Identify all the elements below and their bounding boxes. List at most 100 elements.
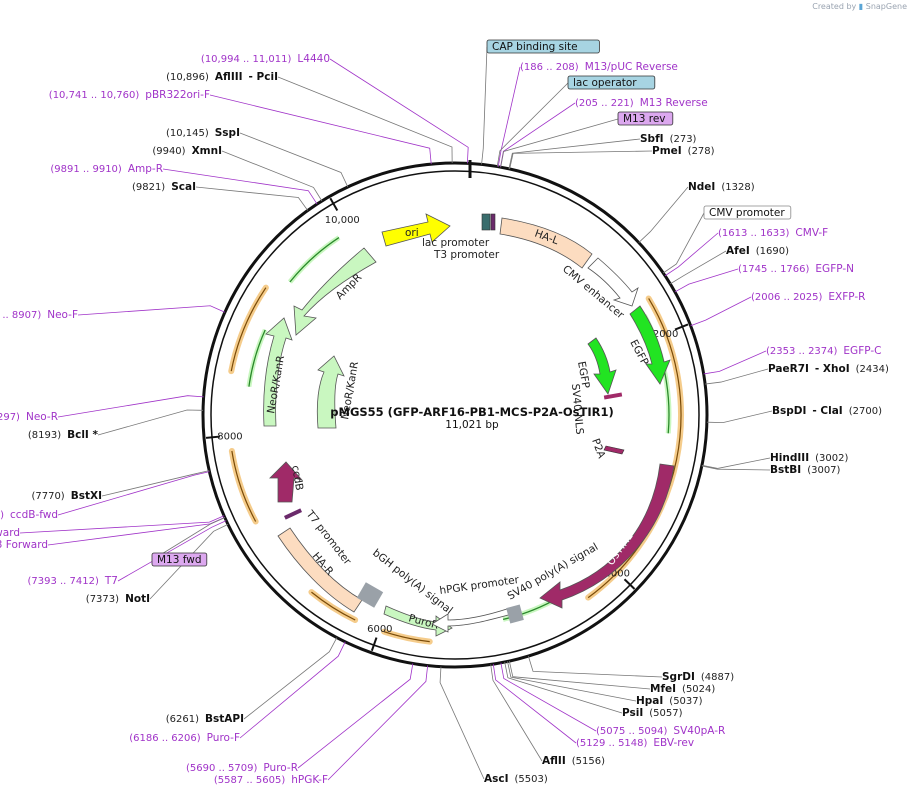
site-range-text: (3007) — [807, 465, 840, 476]
site-afliii[interactable]: (10,896)AflIII- PciI — [166, 71, 278, 83]
site-name-text: Puro-R — [263, 762, 298, 774]
site-psii[interactable]: PsiI(5057) — [622, 707, 683, 719]
site-m13-forward[interactable]: (7419 .. 7436)M13 Forward — [0, 539, 48, 551]
site-mfei[interactable]: MfeI(5024) — [650, 683, 715, 695]
site-ebv-rev[interactable]: (5129 .. 5148)EBV-rev — [576, 737, 694, 749]
site-cmv-f[interactable]: (1613 .. 1633)CMV-F — [718, 227, 828, 239]
feature-hpgk-promoter[interactable] — [431, 604, 524, 633]
site-ccdb-fwd[interactable]: (7754 .. 7773)ccdB-fwd — [0, 509, 58, 521]
feature-ori[interactable]: ori — [381, 213, 451, 247]
site-exfp-r[interactable]: (2006 .. 2025)EXFP-R — [751, 291, 865, 303]
site-name-text: SV40pA-R — [673, 725, 725, 737]
feature-cmv-enhancer[interactable] — [587, 257, 639, 307]
site-suffix-text: - PciI — [249, 71, 278, 83]
site-sgrdi[interactable]: SgrDI(4887) — [662, 671, 734, 683]
site-paer7i[interactable]: PaeR7I- XhoI(2434) — [768, 363, 889, 375]
site-bstapi[interactable]: (6261) BstAPI — [166, 713, 244, 725]
site-range-text: (7770) — [31, 491, 64, 502]
feature-ha-r[interactable]: HA-R — [277, 527, 384, 613]
site-m13-rev[interactable]: M13 rev — [617, 111, 674, 126]
site-hpai[interactable]: HpaI(5037) — [636, 695, 703, 707]
site-hindiii[interactable]: HindIII(3002) — [770, 452, 848, 464]
site-name-text: Neo-F — [47, 309, 78, 321]
site-m13-puc-forward[interactable]: (7428 .. 7450)M13/pUC Forward — [0, 527, 20, 539]
site-range-text: (6261) — [166, 714, 199, 725]
orange-arc-core — [311, 591, 356, 621]
site-bspdi[interactable]: BspDI- ClaI(2700) — [772, 405, 882, 417]
site-leader-line — [664, 232, 719, 277]
feature-ccdb[interactable]: ccdB — [269, 461, 305, 503]
site-name-text: M13/pUC Reverse — [585, 61, 678, 73]
site-name-text: BspDI — [772, 405, 806, 417]
site-cap-binding-site[interactable]: CAP binding site — [486, 39, 600, 54]
site-ndei[interactable]: NdeI(1328) — [688, 181, 755, 193]
site-lac-operator[interactable]: lac operator — [567, 75, 656, 90]
site-label-text: (6261) BstAPI — [166, 713, 244, 725]
site-suffix-text: - ClaI — [812, 405, 842, 417]
site-m13-puc-reverse[interactable]: (186 .. 208)M13/pUC Reverse — [520, 61, 678, 73]
feature-egfp-outer[interactable]: EGFP — [627, 305, 671, 385]
site-afei[interactable]: AfeI(1690) — [726, 245, 789, 257]
site-l4440[interactable]: (10,994 .. 11,011)L4440 — [201, 53, 330, 65]
feature-neor-left[interactable]: NeoR/KanR — [263, 317, 293, 427]
site-range-text: (278) — [688, 146, 715, 157]
site-name-text: XmnI — [192, 145, 222, 157]
scale-tick-label: 10,000 — [325, 215, 360, 226]
site-m13-fwd[interactable]: M13 fwd — [151, 552, 208, 567]
site-neo-r[interactable]: (8278 .. 8297)Neo-R — [0, 411, 58, 423]
plasmid-size: 11,021 bp — [445, 419, 499, 431]
site-aflii[interactable]: AflII(5156) — [542, 755, 605, 767]
site-egfp-c[interactable]: (2353 .. 2374)EGFP-C — [766, 345, 881, 357]
site-sv40pa-r[interactable]: (5075 .. 5094)SV40pA-R — [596, 725, 725, 737]
feature-ostir1[interactable]: OsTIR1 — [539, 463, 675, 609]
site-label-text: AflII(5156) — [542, 755, 605, 767]
feature-egfp-inner[interactable]: EGFP — [575, 337, 617, 395]
site-leader-line — [329, 58, 469, 164]
site-label-text: (1745 .. 1766)EGFP-N — [738, 263, 854, 275]
site-label-text: (8193)BclI * — [28, 429, 99, 441]
site-asci[interactable]: AscI(5503) — [484, 773, 548, 785]
site-bcli-[interactable]: (8193)BclI * — [28, 429, 99, 441]
site-label-text: HindIII(3002) — [770, 452, 848, 464]
site-amp-r[interactable]: (9891 .. 9910)Amp-R — [50, 163, 163, 175]
scale-tick — [205, 435, 221, 439]
site-leader-line — [705, 368, 769, 385]
site-neo-f[interactable]: (8888 .. 8907)Neo-F — [0, 309, 78, 321]
site-leader-line — [507, 661, 637, 702]
site-label-text: BstBI(3007) — [770, 464, 841, 476]
site-puro-f[interactable]: (6186 .. 6206)Puro-F — [129, 732, 240, 744]
site-leader-line — [221, 150, 323, 202]
site-m13-reverse[interactable]: (205 .. 221)M13 Reverse — [575, 97, 708, 109]
site-range-text: (2353 .. 2374) — [766, 346, 838, 357]
site-sbfi[interactable]: SbfI(273) — [640, 133, 697, 145]
site-name-text: BstAPI — [205, 713, 244, 725]
site-label-text: (9821)ScaI — [132, 181, 196, 193]
site-label-text: (7770)BstXI — [31, 490, 102, 502]
site-bstbi[interactable]: BstBI(3007) — [770, 464, 841, 476]
feature-ha-l[interactable]: HA-L — [499, 217, 593, 269]
site-pmei[interactable]: PmeI (278) — [652, 145, 715, 157]
p2a-box — [603, 445, 625, 455]
site-name-text: BclI * — [67, 429, 98, 441]
site-bstxi[interactable]: (7770)BstXI — [31, 490, 102, 502]
site-t7[interactable]: (7393 .. 7412)T7 — [27, 575, 118, 587]
scale-tick-label: 8000 — [217, 432, 242, 443]
site-cmv-promoter[interactable]: CMV promoter — [703, 205, 792, 220]
credit-text: Created by ▮ SnapGene — [812, 2, 907, 11]
t3-promoter-box — [490, 213, 496, 231]
site-sspi[interactable]: (10,145)SspI — [166, 127, 240, 139]
site-label-text: (10,145)SspI — [166, 127, 240, 139]
site-egfp-n[interactable]: (1745 .. 1766)EGFP-N — [738, 263, 854, 275]
site-hpgk-f[interactable]: (5587 .. 5605)hPGK-F — [214, 774, 328, 786]
site-noti[interactable]: (7373)NotI — [86, 593, 150, 605]
sv40-nls-label: SV40 NLS — [569, 383, 585, 435]
site-name-text: PmeI — [652, 145, 682, 157]
site-xmni[interactable]: (9940)XmnI — [152, 145, 222, 157]
site-name-text: Neo-R — [26, 411, 58, 423]
site-pbr322ori-f[interactable]: (10,741 .. 10,760)pBR322ori-F — [49, 89, 210, 101]
lac-promoter-box — [481, 213, 491, 231]
site-label-text: (7373)NotI — [86, 593, 150, 605]
site-range-text: (7393 .. 7412) — [27, 576, 99, 587]
site-puro-r[interactable]: (5690 .. 5709)Puro-R — [186, 762, 298, 774]
site-scai[interactable]: (9821)ScaI — [132, 181, 196, 193]
